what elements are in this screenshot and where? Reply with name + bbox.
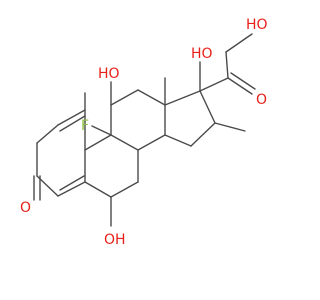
c21-hydroxyl-label: HO xyxy=(246,17,268,33)
molecule-diagram: O OH F HO HO HO O xyxy=(20,17,268,248)
c11-hydroxyl-label: HO xyxy=(98,66,120,82)
fluorine-label: F xyxy=(81,118,89,134)
c3-ketone xyxy=(33,175,41,201)
ring-a xyxy=(36,109,86,197)
side-chain xyxy=(199,33,256,95)
ring-d xyxy=(164,90,216,147)
ketone-oxygen-label: O xyxy=(20,200,31,216)
c16-methyl-bond xyxy=(214,122,246,132)
ring-b xyxy=(84,134,139,198)
molecule-structure: O OH F HO HO HO O xyxy=(20,17,268,248)
c17-hydroxyl-label: HO xyxy=(191,46,213,62)
ring-c xyxy=(110,89,166,151)
c20-ketone-oxygen-label: O xyxy=(256,92,267,108)
c6-hydroxyl-label: OH xyxy=(104,232,126,248)
c9-f-bond xyxy=(91,125,112,136)
